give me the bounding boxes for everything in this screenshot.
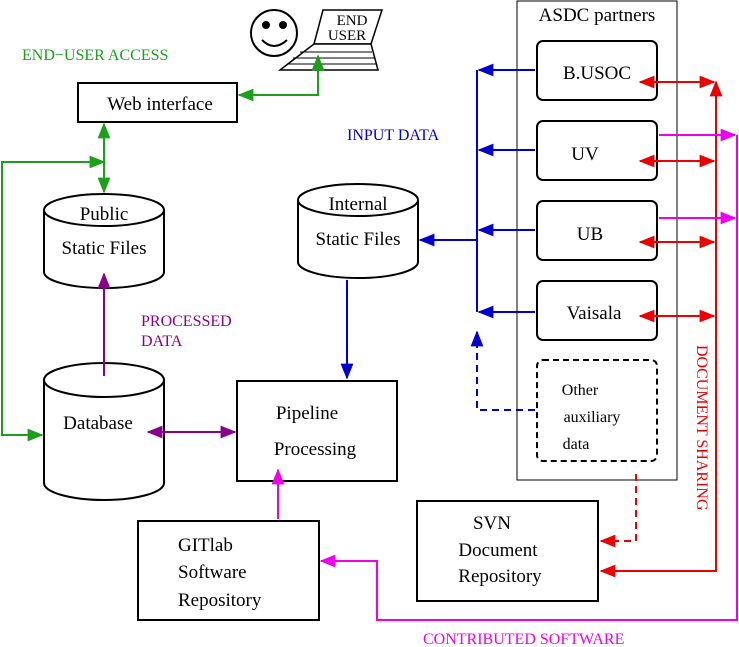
partner-ub-label: UB [577,224,603,245]
pipeline-processing-box [236,380,398,482]
svn-label-2: Document [458,540,538,561]
contributed-software-label: CONTRIBUTED SOFTWARE [423,631,624,647]
gitlab-label-2: Software [178,562,247,583]
asdc-partners-title: ASDC partners [539,5,656,26]
end-user-label-1: END [337,13,368,29]
internal-files-label-1: Internal [328,194,387,215]
end-user-access-arrows [1,54,325,442]
web-interface-box [77,82,238,123]
gitlab-label-1: GITlab [178,535,233,556]
internal-files-label-2: Static Files [316,229,401,250]
public-files-label-1: Public [80,204,129,225]
gitlab-repository-box [137,520,320,621]
document-sharing-label: DOCUMENT SHARING [693,345,710,511]
end-user-label-2: USER [328,28,366,44]
svn-label-3: Repository [458,566,542,587]
document-sharing-arrows [599,75,723,578]
partner-other-label-3: data [563,436,590,453]
public-files-label-2: Static Files [62,238,147,259]
web-interface-label: Web interface [107,94,213,115]
svn-label-1: SVN [473,513,511,534]
contributed-software-arrows [271,128,738,621]
input-data-label: INPUT DATA [347,127,440,144]
input-data-arrows [340,63,535,411]
partner-other-label-1: Other [562,382,599,399]
database-label: Database [63,413,133,434]
end-user-access-label: END−USER ACCESS [22,47,168,64]
pipeline-label-2: Processing [274,439,357,460]
partner-busoc-label: B.USOC [563,63,631,84]
processed-data-arrows [97,272,237,439]
gitlab-label-3: Repository [178,590,262,611]
svn-repository-box [416,500,599,602]
partner-other-label-2: auxiliary [564,409,621,426]
processed-data-label-2: DATA [141,333,183,350]
smiley-face-icon [250,9,298,57]
pipeline-label-1: Pipeline [276,403,338,424]
partner-uv-label: UV [571,144,599,165]
partner-vaisala-label: Vaisala [567,303,622,324]
internal-static-files-cylinder [297,183,419,279]
processed-data-label-1: PROCESSED [141,313,232,330]
